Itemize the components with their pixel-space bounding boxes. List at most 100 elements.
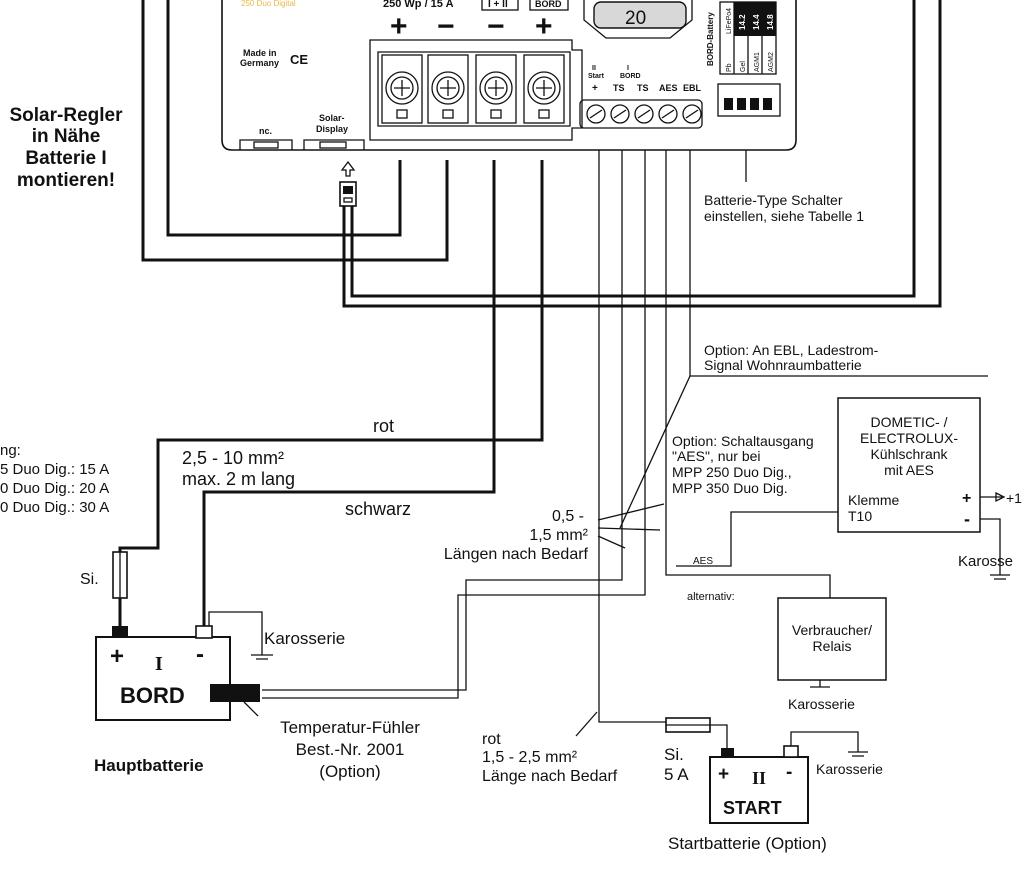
- display-cable-inner: [350, 0, 916, 298]
- start-cable-note: rot 1,5 - 2,5 mm² Länge nach Bedarf: [482, 731, 618, 785]
- temp-sensor-note: Temperatur-Fühler Best.-Nr. 2001 (Option…: [280, 718, 420, 781]
- pv-plus-symbol: +: [390, 10, 408, 43]
- ground-symbol-consumer: [810, 680, 830, 688]
- voltage-agm1: 14.4: [752, 14, 761, 30]
- aes-option-note: Option: Schaltausgang "AES", nur bei MPP…: [672, 433, 814, 496]
- temp-sensor-line-1: Temperatur-Fühler: [280, 718, 420, 737]
- start-battery-numeral: II: [752, 768, 766, 788]
- ts-wire-2: [262, 150, 646, 699]
- aes-option-line-4: MPP 350 Duo Dig.: [672, 480, 788, 496]
- start-fuse-label: Si. 5 A: [664, 745, 689, 784]
- batt-minus-symbol: −: [487, 10, 505, 43]
- main-fuse-label: Si.: [80, 571, 99, 588]
- switch-note-line-2: einstellen, siehe Tabelle 1: [704, 208, 864, 224]
- signal-wire-group: [208, 118, 1001, 752]
- main-battery-name: BORD: [120, 683, 185, 708]
- ts-wire-1: [262, 150, 623, 691]
- signal-callout-1: [597, 503, 665, 521]
- start-minus-terminal: [783, 745, 799, 758]
- display-plug-icon: [339, 181, 357, 207]
- signal-callout-3: [597, 535, 626, 549]
- battery-type-lifepo4: LiFePo4: [726, 8, 733, 34]
- consumer-title-2: Relais: [813, 638, 852, 654]
- temp-callout: [243, 701, 259, 717]
- main-battery-minus: -: [196, 641, 204, 668]
- fuse-rating-line-1: ng:: [0, 442, 21, 459]
- ground-symbol-start: [848, 751, 868, 757]
- term-label-ts2: TS: [637, 83, 649, 93]
- fridge-output-arrow-icon: [980, 491, 1006, 503]
- top-label-2: BORD: [535, 0, 562, 9]
- pv-minus-symbol: −: [437, 10, 455, 43]
- controller-model-label: 250 Duo Digital: [241, 0, 296, 8]
- mount-hint-line-3: Batterie I: [25, 148, 106, 169]
- main-battery-caption: Hauptbatterie: [94, 756, 204, 775]
- term-bord-numeral: I: [627, 65, 629, 72]
- top-label-box-2: [529, 0, 569, 11]
- made-in-line-1: Made in: [243, 48, 277, 58]
- fridge-plus: +: [962, 490, 971, 507]
- batt-plus-symbol: +: [535, 10, 553, 43]
- solar-display-connector[interactable]: [303, 139, 365, 150]
- term-label-aes: AES: [659, 83, 678, 93]
- ebl-callout: [619, 375, 691, 529]
- temp-sensor-line-2: Best.-Nr. 2001: [296, 740, 405, 759]
- ebl-option-note: Option: An EBL, Ladestrom- Signal Wohnra…: [704, 342, 879, 373]
- consumer-box: Verbraucher/ Relais: [777, 597, 887, 681]
- nc-label: nc.: [259, 126, 272, 136]
- start-cable-line-1: rot: [482, 731, 501, 748]
- mount-hint: Solar-Regler in Nähe Batterie I montiere…: [10, 105, 124, 191]
- fridge-title-4: mit AES: [884, 462, 934, 478]
- battery-type-switch[interactable]: [717, 83, 781, 117]
- terminal-screw-pv-minus: [427, 54, 469, 124]
- nc-connector: [239, 139, 293, 150]
- start-battery-caption: Startbatterie (Option): [668, 834, 827, 853]
- fridge-output-label: +1: [1006, 490, 1022, 506]
- terminal-screw-pv-plus: [381, 54, 423, 124]
- solar-pv-wire-2: [141, 0, 449, 262]
- consumer-title-1: Verbraucher/: [792, 622, 872, 638]
- main-minus-ground-wire: [208, 611, 263, 655]
- battery-type-agm1: AGM1: [754, 52, 761, 72]
- term-start-label: Start: [588, 73, 605, 80]
- consumer-ground-label: Karosserie: [788, 696, 855, 712]
- signal-cable-note: 0,5 - 1,5 mm² Längen nach Bedarf: [444, 508, 589, 563]
- red-wire-label: rot: [373, 416, 394, 436]
- start-minus-ground-wire: [790, 731, 859, 752]
- black-wire-label: schwarz: [345, 499, 411, 519]
- display-plug-arrow-icon: [340, 160, 356, 177]
- start-battery-minus: -: [786, 762, 792, 783]
- voltage-gel: 14.2: [738, 14, 747, 30]
- aes-wire-label: AES: [693, 556, 713, 567]
- start-ground-label: Karosserie: [816, 761, 883, 777]
- fridge-minus-ground-wire: [980, 518, 1001, 575]
- term-label-ts1: TS: [613, 83, 625, 93]
- fuse-rating-line-2: 5 Duo Dig.: 15 A: [0, 461, 109, 478]
- fridge-ground-label: Karosse: [958, 553, 1013, 570]
- start-battery-plus: +: [718, 764, 729, 785]
- temp-sensor-line-3: (Option): [319, 762, 380, 781]
- top-label-box-1: [481, 0, 519, 11]
- start-cable-line-3: Länge nach Bedarf: [482, 768, 618, 785]
- top-label-1: I + II: [488, 0, 508, 10]
- main-battery: + - I BORD: [95, 625, 260, 721]
- start-battery-name: START: [723, 798, 782, 818]
- fridge-title-1: DOMETIC- /: [871, 414, 948, 430]
- main-cable-spec-1: 2,5 - 10 mm²: [182, 448, 284, 468]
- alternative-label: alternativ:: [687, 591, 735, 603]
- display-window: [593, 1, 687, 29]
- battery-type-heading: BORD-Battery: [706, 12, 715, 66]
- start-fuse: [665, 717, 711, 733]
- ground-symbols: [251, 574, 1010, 757]
- battery-type-table: Pb Gel AGM1 AGM2 LiFePo4 14.2 14.4 14.8: [719, 1, 777, 75]
- battery-type-agm2: AGM2: [768, 52, 775, 72]
- display-bezel: [583, 0, 693, 39]
- controller-rating: 250 Wp / 15 A: [383, 0, 454, 10]
- term-label-ebl: EBL: [683, 83, 702, 93]
- wire-group: [118, 0, 942, 628]
- mount-hint-line-2: in Nähe: [32, 126, 101, 147]
- ce-mark: CE: [290, 52, 308, 67]
- temp-sensor-plug: [210, 684, 260, 702]
- display-cable: [342, 0, 942, 308]
- fuse-rating-line-4: 0 Duo Dig.: 30 A: [0, 499, 109, 516]
